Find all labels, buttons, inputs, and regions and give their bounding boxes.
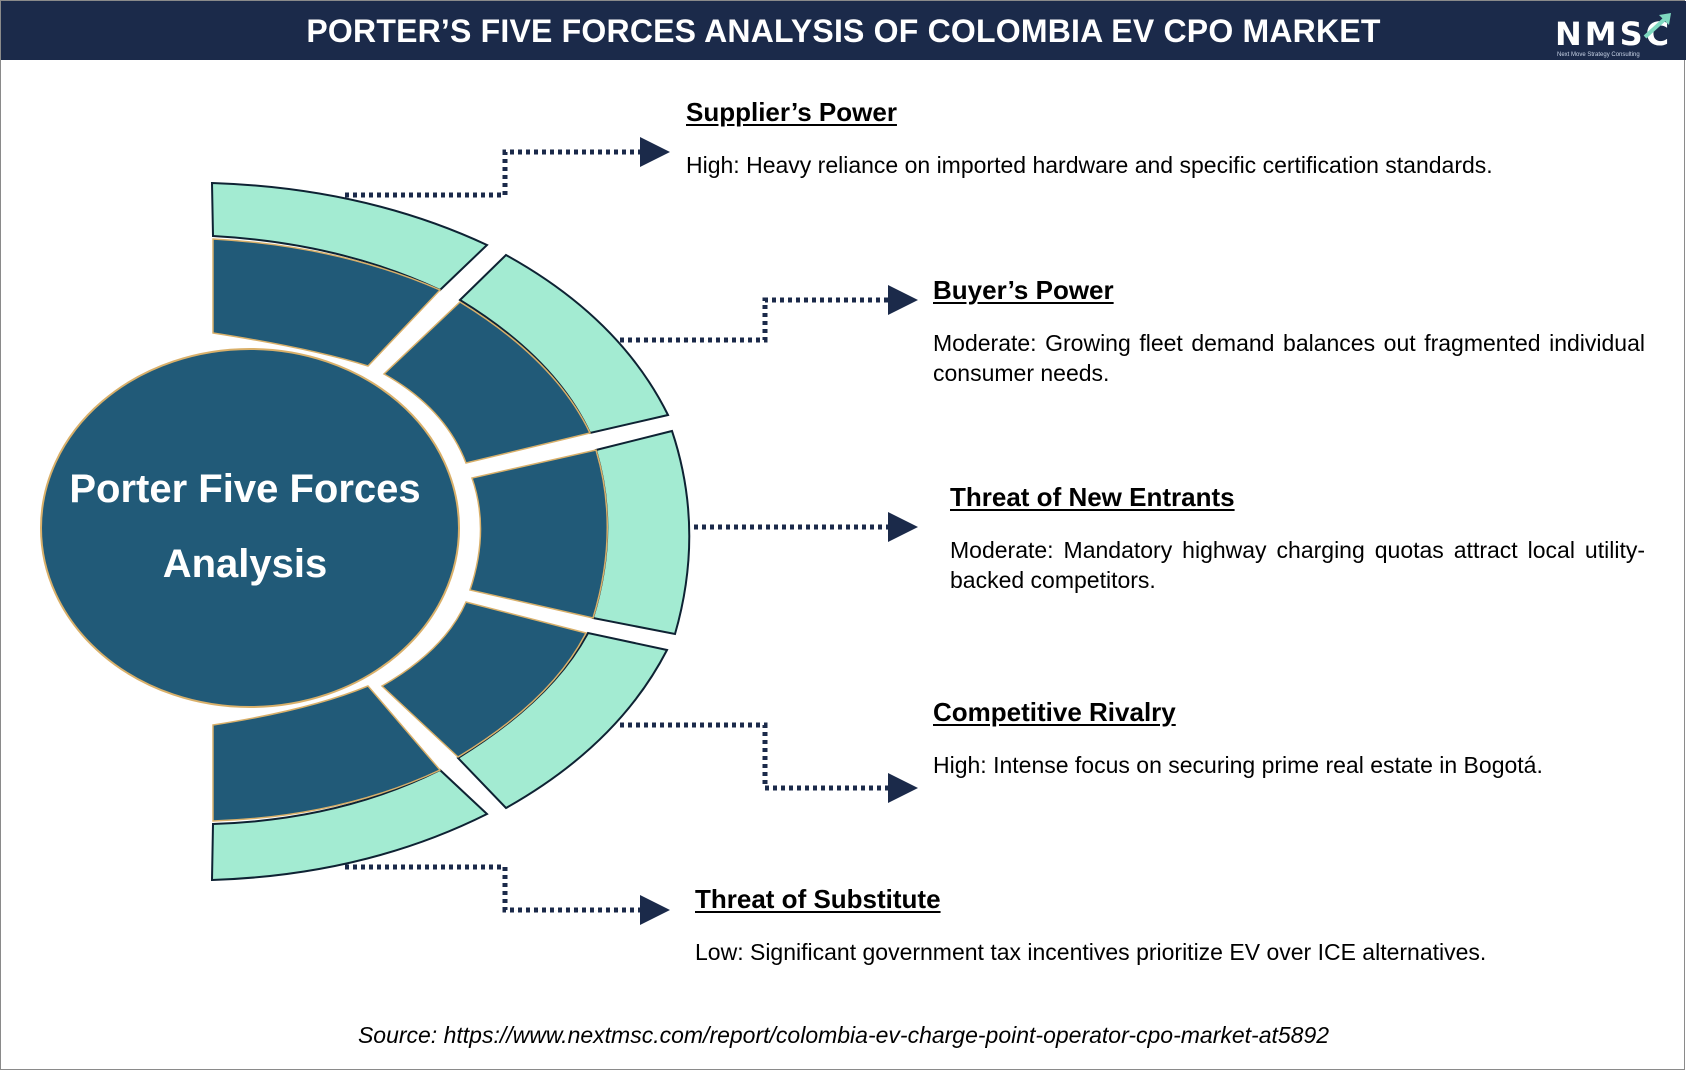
force-buyers-power: Buyer’s Power Moderate: Growing fleet de… <box>933 275 1645 388</box>
force-threat-of-new-entrants: Threat of New Entrants Moderate: Mandato… <box>950 482 1645 595</box>
segment-competitive-rivalry <box>380 601 669 810</box>
connector-buyers-power <box>620 285 918 343</box>
force-title: Competitive Rivalry <box>933 697 1176 727</box>
segment-inner-block <box>212 685 442 822</box>
logo-tagline: Next Move Strategy Consulting <box>1557 52 1640 58</box>
segment-suppliers-power <box>210 181 489 367</box>
nmsc-logo: NMSC Next Move Strategy Consulting <box>1541 9 1681 59</box>
segment-outer-band <box>210 768 489 882</box>
segment-threat-of-new-entrants <box>469 429 691 636</box>
core-label-line2: Analysis <box>162 542 328 586</box>
core-ellipse <box>40 348 460 708</box>
force-suppliers-power: Supplier’s Power High: Heavy reliance on… <box>686 97 1586 180</box>
force-description: Low: Significant government tax incentiv… <box>695 939 1487 965</box>
force-description: High: Intense focus on securing prime re… <box>933 752 1543 778</box>
core-label: Porter Five Forces Analysis <box>40 452 450 602</box>
connector-suppliers-power <box>345 137 670 198</box>
segment-inner-block <box>380 601 588 758</box>
segment-outer-band <box>458 253 670 435</box>
force-title: Threat of Substitute <box>695 884 941 914</box>
page-title: PORTER’S FIVE FORCES ANALYSIS OF COLOMBI… <box>306 13 1381 49</box>
segment-outer-band <box>210 181 489 292</box>
header-bar: PORTER’S FIVE FORCES ANALYSIS OF COLOMBI… <box>1 1 1686 60</box>
source-citation: Source: https://www.nextmsc.com/report/c… <box>357 1022 1330 1048</box>
connector-competitive-rivalry <box>620 722 918 803</box>
core-label-line1: Porter Five Forces <box>69 467 421 511</box>
force-title: Buyer’s Power <box>933 275 1114 305</box>
force-description: Moderate: Mandatory highway charging quo… <box>950 537 1645 593</box>
logo-arrow-icon <box>1643 13 1671 39</box>
force-threat-of-substitute: Threat of Substitute Low: Significant go… <box>695 884 1595 967</box>
force-description: Moderate: Growing fleet demand balances … <box>933 330 1645 386</box>
force-description: High: Heavy reliance on imported hardwar… <box>686 152 1493 178</box>
segment-threat-of-substitute <box>210 685 489 882</box>
force-competitive-rivalry: Competitive Rivalry High: Intense focus … <box>933 697 1645 780</box>
force-title: Threat of New Entrants <box>950 482 1235 512</box>
five-forces-diagram <box>38 137 918 925</box>
segment-buyers-power <box>382 253 670 464</box>
force-title: Supplier’s Power <box>686 97 897 127</box>
segment-inner-block <box>382 301 592 464</box>
segment-outer-band <box>456 631 669 810</box>
segment-inner-block <box>212 238 442 367</box>
segment-inner-block <box>469 449 608 619</box>
connector-threat-of-substitute <box>345 864 670 925</box>
